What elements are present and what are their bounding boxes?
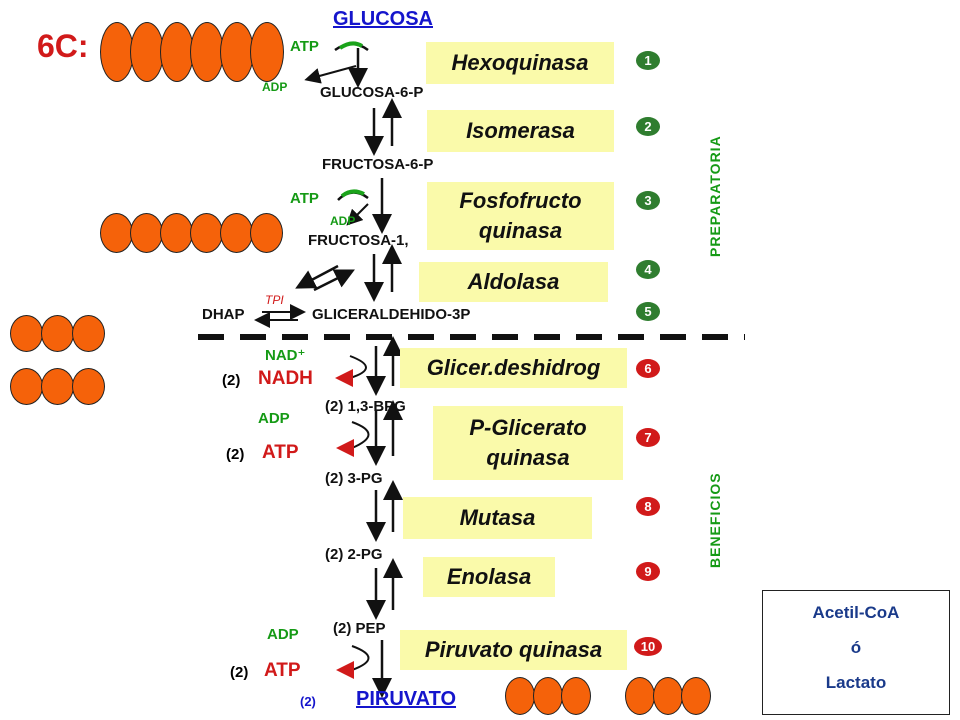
glucose-link[interactable]: GLUCOSA (333, 8, 433, 30)
fructose-bp-carbons (100, 213, 283, 253)
carbon-atom (72, 368, 105, 405)
metabolite-pep: (2) PEP (333, 620, 386, 637)
carbon-atom (250, 213, 283, 253)
step-number: 8 (636, 497, 660, 516)
carbon-atom (100, 213, 133, 253)
step-number: 5 (636, 302, 660, 321)
nadh-label: NADH (258, 368, 313, 389)
glucose-carbons (100, 22, 284, 82)
metabolite-dhap: DHAP (202, 306, 245, 323)
triose-carbons-1 (10, 315, 105, 352)
step-number: 7 (636, 428, 660, 447)
pyruvate-link[interactable]: PIRUVATO (356, 688, 457, 710)
step-number: 3 (636, 191, 660, 210)
carbon-atom (160, 22, 194, 82)
adp-step3-label: ADP (330, 214, 356, 228)
atp-step1-label: ATP (290, 38, 319, 55)
carbon-atom (190, 213, 223, 253)
atp-step3-label: ATP (290, 190, 319, 207)
enzyme-label: Isomerasa (466, 118, 575, 143)
carbon-atom (250, 22, 284, 82)
metabolite-f6p: FRUCTOSA-6-P (322, 156, 434, 173)
carbon-atom (681, 677, 711, 715)
carbon-atom (100, 22, 134, 82)
metabolite-f16bp: FRUCTOSA-1, (308, 232, 409, 249)
enzyme-label: Piruvato quinasa (424, 637, 603, 662)
adp-step7-label: ADP (258, 410, 290, 427)
metabolite-g3p: GLICERALDEHIDO-3P (312, 306, 471, 323)
metabolite-3pg: (2) 3-PG (325, 470, 383, 487)
enzyme-label: Aldolasa (467, 269, 560, 294)
carbon-atom (72, 315, 105, 352)
enzyme-label-line1: P-Glicerato (469, 415, 587, 440)
step-number: 1 (636, 51, 660, 70)
atp-step7-label: ATP (262, 442, 299, 463)
carbon-atom (653, 677, 683, 715)
atp-step7-coefficient: (2) (226, 446, 245, 463)
metabolite-g6p: GLUCOSA-6-P (320, 84, 424, 101)
carbon-count-label: 6C: (37, 28, 89, 64)
phase-benefits-label: BENEFICIOS (707, 472, 723, 568)
carbon-atom (220, 213, 253, 253)
enzyme-label: Mutasa (459, 505, 536, 530)
nadh-coefficient: (2) (222, 372, 241, 389)
enzyme-hexoquinasa: Hexoquinasa (426, 42, 614, 84)
metabolite-2pg: (2) 2-PG (325, 546, 383, 563)
enzyme-aldolasa: Aldolasa (419, 262, 608, 302)
tpi-label: TPI (265, 293, 284, 307)
enzyme-piruvato-quinasa: Piruvato quinasa (400, 630, 627, 670)
step-number: 6 (636, 359, 660, 378)
atp-step10-label: ATP (264, 660, 301, 681)
pyruvate-fate-box: Acetil-CoA ó Lactato (762, 590, 950, 715)
nad-label: NAD⁺ (265, 347, 306, 364)
enzyme-label-line2: quinasa (478, 218, 563, 243)
enzyme-label-line2: quinasa (486, 445, 570, 470)
enzyme-mutasa: Mutasa (403, 497, 592, 539)
adp-step1-label: ADP (262, 80, 288, 94)
carbon-atom (41, 368, 74, 405)
step-number: 10 (634, 637, 662, 656)
step-number: 9 (636, 562, 660, 581)
adp-step10-label: ADP (267, 626, 299, 643)
enzyme-label: Glicer.deshidrog (426, 355, 601, 380)
metabolite-13bpg: (2) 1,3-BPG (325, 398, 406, 415)
pyruvate-coefficient: (2) (300, 694, 316, 709)
carbon-atom (220, 22, 254, 82)
enzyme-fosfofructoquinasa: Fosfofructo quinasa (427, 182, 614, 250)
pyruvate-carbons-1 (505, 677, 591, 715)
atp-step10-coefficient: (2) (230, 664, 249, 681)
carbon-atom (505, 677, 535, 715)
carbon-atom (561, 677, 591, 715)
enzyme-label: Hexoquinasa (451, 50, 589, 75)
carbon-atom (130, 22, 164, 82)
enzyme-enolasa: Enolasa (423, 557, 555, 597)
step-number: 2 (636, 117, 660, 136)
enzyme-label: Enolasa (446, 564, 532, 589)
enzyme-p-glicerato-quinasa: P-Glicerato quinasa (433, 406, 623, 480)
enzyme-glicer-deshidrog: Glicer.deshidrog (400, 348, 627, 388)
enzyme-label-line1: Fosfofructo (459, 188, 582, 213)
carbon-atom (625, 677, 655, 715)
fate-lactate: Lactato (825, 673, 887, 692)
carbon-atom (533, 677, 563, 715)
phase-preparatory-label: PREPARATORIA (707, 135, 723, 257)
pyruvate-carbons-2 (625, 677, 711, 715)
carbon-atom (190, 22, 224, 82)
enzyme-isomerasa: Isomerasa (427, 110, 614, 152)
fate-acetyl-coa: Acetil-CoA (812, 603, 900, 622)
carbon-atom (41, 315, 74, 352)
carbon-atom (130, 213, 163, 253)
fate-or: ó (850, 638, 862, 657)
step-number: 4 (636, 260, 660, 279)
triose-carbons-2 (10, 368, 105, 405)
